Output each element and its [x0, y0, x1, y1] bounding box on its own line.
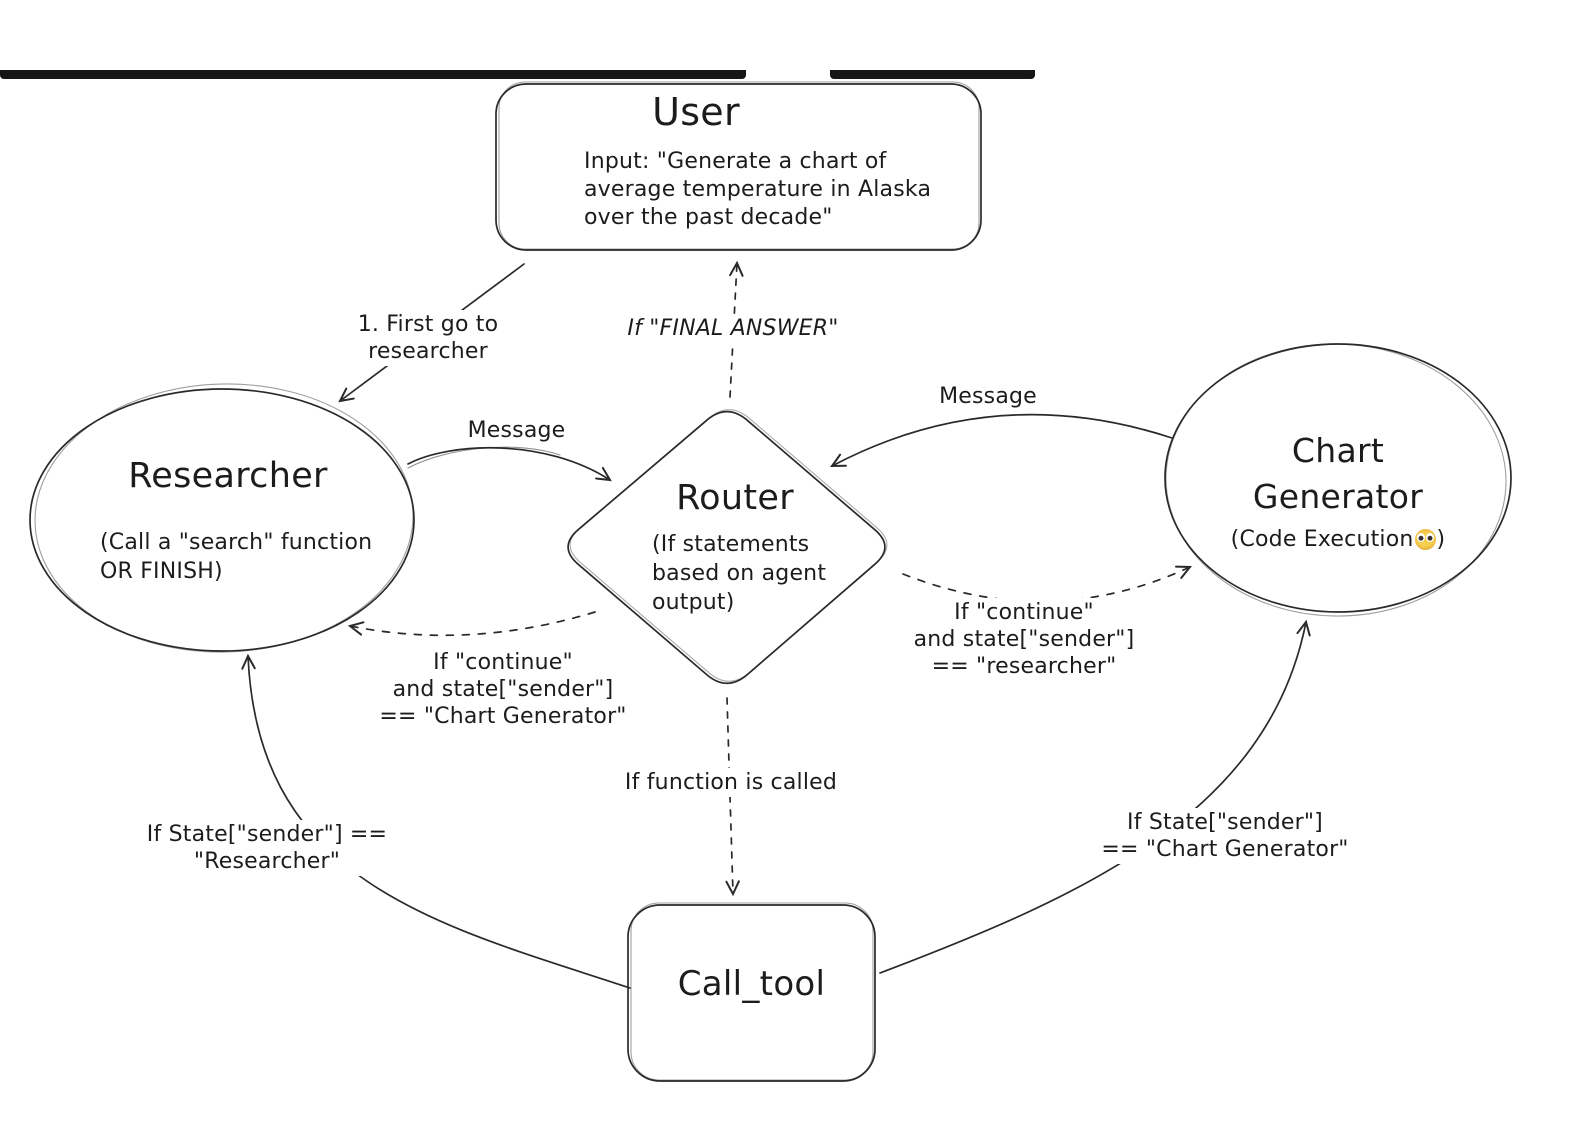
call-tool-title: Call_tool: [677, 964, 826, 1004]
user-box-shape-sketch: [498, 81, 980, 250]
edge-label-sender-chart-generator: If State["sender"] == "Chart Generator": [1093, 808, 1357, 864]
edge-label-message-left: Message: [455, 416, 578, 445]
top-edge-artifact-left: [0, 70, 746, 79]
researcher-body: (Call a "search" function OR FINISH): [100, 530, 373, 584]
researcher-ellipse-shape: [29, 388, 415, 652]
arrow-router-to-chart-generator: [902, 565, 1193, 603]
arrow-chart-generator-to-router: [830, 413, 1173, 468]
flushed-face-emoji: [1414, 529, 1436, 550]
edge-label-continue-researcher: If "continue" and state["sender"] == "re…: [895, 598, 1153, 681]
top-edge-artifact-right: [830, 70, 1035, 79]
router-body: (If statements based on agent output): [652, 532, 827, 615]
researcher-ellipse-sketch: [34, 383, 414, 653]
edge-label-message-right: Message: [923, 382, 1053, 411]
edge-label-sender-researcher: If State["sender"] == "Researcher": [137, 820, 397, 876]
call-tool-box-sketch: [630, 902, 874, 1081]
user-box-shape: [495, 83, 982, 251]
edge-label-first-go-to-researcher: 1. First go to researcher: [309, 310, 547, 366]
arrow-researcher-to-router-sketch: [407, 446, 561, 469]
arrow-router-to-user: [729, 260, 744, 398]
edge-label-function-called: If function is called: [608, 768, 854, 797]
router-diamond-shape: [567, 410, 886, 685]
user-title: User: [652, 90, 740, 134]
researcher-title: Researcher: [128, 456, 328, 496]
chart-generator-body-prefix: (Code Execution: [1230, 527, 1414, 552]
chart-generator-body-suffix: ): [1436, 527, 1446, 552]
chart-generator-body: (Code Execution): [1188, 526, 1488, 554]
edge-label-continue-chart-generator: If "continue" and state["sender"] == "Ch…: [373, 648, 633, 731]
arrow-researcher-to-router: [407, 446, 612, 482]
arrow-call-tool-to-researcher: [241, 653, 631, 989]
chart-generator-ellipse-shape: [1164, 343, 1512, 613]
call-tool-box-shape: [627, 904, 876, 1082]
user-body: Input: "Generate a chart of average temp…: [584, 149, 932, 230]
edge-label-final-answer: If "FINAL ANSWER": [613, 314, 853, 343]
chart-generator-ellipse-sketch: [1165, 343, 1507, 617]
router-title: Router: [676, 478, 794, 518]
chart-generator-title: Chart Generator: [1252, 431, 1424, 516]
arrow-router-to-researcher: [347, 611, 596, 637]
router-diamond-sketch: [569, 409, 888, 682]
